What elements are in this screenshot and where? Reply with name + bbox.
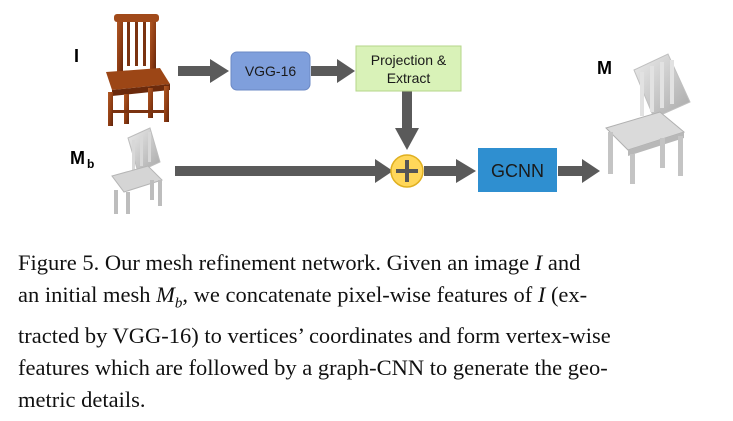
output-mesh-label: M: [597, 58, 612, 78]
vgg16-block: VGG-16: [230, 51, 311, 91]
vgg16-label: VGG-16: [245, 63, 297, 79]
caption-var-sub: b: [174, 295, 183, 312]
caption-text: Figure 5. Our mesh refinement network. G…: [18, 250, 535, 275]
input-chair-image: [106, 14, 170, 126]
gcnn-label: GCNN: [491, 161, 544, 181]
input-mesh-label-main: M: [70, 148, 85, 168]
figure-caption: Figure 5. Our mesh refinement network. G…: [18, 247, 718, 416]
caption-text: (ex-: [545, 282, 588, 307]
caption-text: metric details.: [18, 386, 146, 412]
projection-extract-block: Projection & Extract: [355, 45, 462, 92]
caption-text: , we concatenate pixel-wise features of: [182, 282, 538, 307]
arrow-vgg-to-projection: [311, 59, 355, 83]
input-image-label: I: [74, 46, 79, 66]
arrow-image-to-vgg: [178, 59, 229, 83]
caption-text: an initial mesh: [18, 282, 157, 307]
projection-label-line2: Extract: [387, 70, 431, 86]
caption-var-m: M: [156, 282, 175, 307]
caption-var-i: I: [537, 282, 546, 307]
output-mesh-chair: [605, 53, 691, 184]
input-mesh-label: M b: [70, 148, 94, 171]
arrow-gcnn-to-output: [558, 159, 600, 183]
concat-node: [390, 154, 424, 188]
projection-label-line1: Projection &: [371, 52, 447, 68]
arrow-concat-to-gcnn: [424, 159, 476, 183]
caption-text: tracted by VGG-16) to vertices’ coordina…: [18, 322, 611, 348]
arrow-projection-to-concat: [395, 90, 419, 150]
caption-var-i: I: [534, 250, 543, 275]
input-mesh-label-sub: b: [87, 157, 94, 171]
caption-text: and: [542, 250, 581, 275]
gcnn-block: GCNN: [478, 148, 557, 192]
caption-text: features which are followed by a graph-C…: [18, 354, 608, 380]
input-mesh-chair: [111, 127, 163, 214]
arrow-mesh-to-concat: [175, 159, 393, 183]
